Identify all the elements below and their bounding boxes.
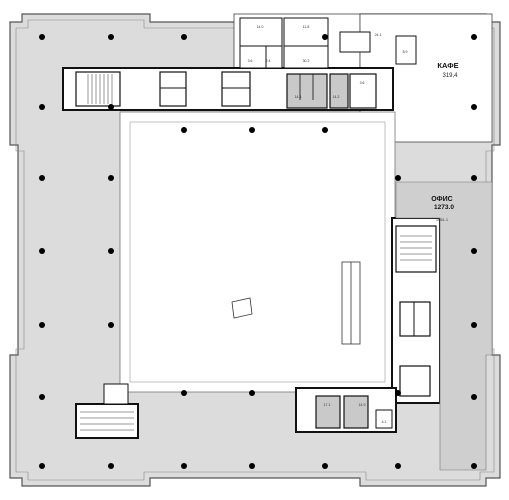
atrium-ramp — [231, 261, 361, 345]
room-label: 14.0 — [257, 25, 264, 29]
room-label: 17.1 — [324, 403, 331, 407]
atrium — [119, 111, 396, 393]
top-rooms — [239, 17, 417, 69]
east-core — [391, 217, 441, 404]
office-sub-area: 1051.1 — [436, 217, 449, 222]
columns — [39, 34, 477, 469]
room-label: 14.9 — [359, 403, 366, 407]
north-core — [62, 67, 394, 111]
southwest-stair — [75, 383, 139, 439]
office-area: 1273.0 — [434, 204, 454, 211]
room-label: 30.2 — [303, 59, 310, 63]
office-name: ОФИС — [431, 196, 453, 203]
room-label: 3.6 — [360, 81, 365, 85]
room-label: 8.9 — [403, 50, 408, 54]
room-label: 2.4 — [266, 59, 271, 63]
room-label: 14.2 — [333, 95, 340, 99]
cafe-area: 319,4 — [442, 73, 458, 79]
south-core — [295, 387, 397, 433]
room-label: 11.8 — [303, 25, 310, 29]
room-label: 24.1 — [375, 33, 382, 37]
office-zone — [395, 181, 493, 471]
room-label: 4.1 — [382, 420, 387, 424]
room-area-labels: 14.0 11.8 3.6 2.4 30.2 24.1 8.9 14.4 14.… — [248, 25, 408, 424]
room-label: 14.4 — [295, 95, 302, 99]
cafe-name: КАФЕ — [437, 61, 458, 70]
room-label: 3.6 — [248, 59, 253, 63]
